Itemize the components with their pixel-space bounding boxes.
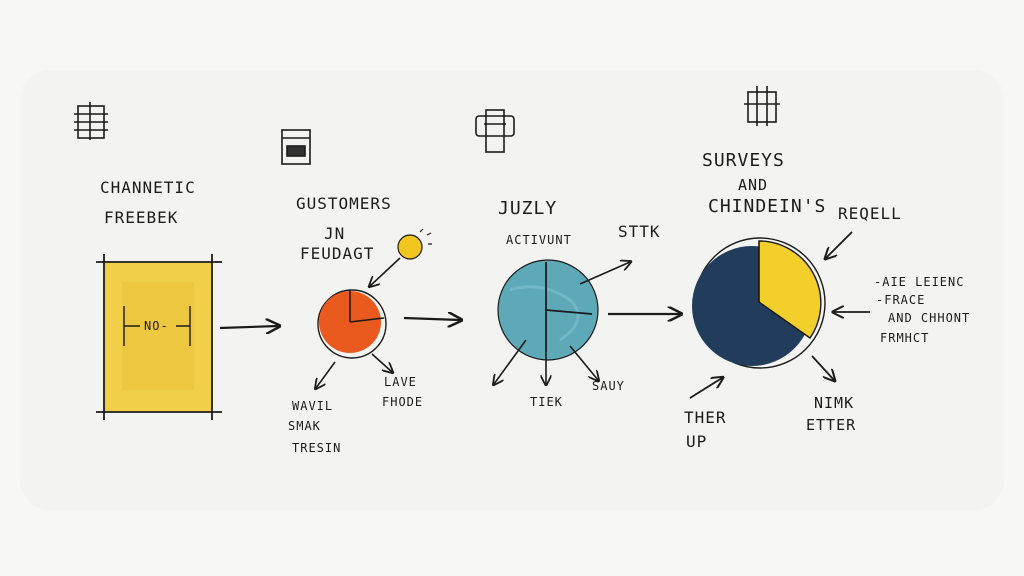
stage2-label-bottom-right-2: FHODE — [382, 395, 424, 409]
stage3-label-bottom-right: SAUY — [592, 379, 625, 393]
stage4-label-bottom-right-2: ETTER — [806, 416, 857, 434]
arrow-stage2-bottom-right — [371, 353, 392, 372]
stage4-title-line1: SURVEYS — [702, 150, 785, 171]
stage2-subtitle-line1: JN — [324, 224, 346, 243]
arrow-stage2-bottom-left — [316, 361, 336, 388]
stage4-right-line2: -FRACE — [876, 293, 926, 307]
stage3-label-bottom: TIEK — [530, 395, 563, 409]
stage4-title-line2: AND — [738, 176, 769, 194]
stage3-label-top-right: STTK — [618, 222, 661, 241]
stage2-label-bottom-left-1: WAVIL — [292, 399, 334, 413]
stage1-title-line1: CHANNETIC — [100, 178, 196, 197]
notepad-icon — [74, 102, 108, 140]
stage4-right-line4: FRMHCT — [880, 331, 930, 345]
arrow-stage1-to-stage2 — [219, 326, 278, 328]
stage4-right-line3: AND CHHONT — [888, 311, 971, 325]
stage4-label-bottom-left-1: THER — [684, 408, 727, 427]
arrow-stage3-bottom-left — [494, 339, 527, 384]
stage3-title-line2: ACTIVUNT — [506, 233, 572, 247]
stage1-box — [96, 254, 222, 420]
document-icon — [281, 129, 311, 165]
screen-icon — [475, 109, 515, 153]
grid-icon — [744, 86, 780, 126]
stage2-label-bottom-left-2: SMAK — [288, 419, 321, 433]
stage2-title: GUSTOMERS — [296, 194, 392, 213]
stage4-label-top-right: REQELL — [838, 204, 902, 223]
arrow-stage3-bottom-right — [569, 345, 598, 380]
stage3-title-line1: JUZLY — [498, 198, 558, 219]
stage4-pie — [692, 237, 826, 369]
stage3-circle — [497, 259, 599, 361]
stage2-subtitle-line2: FEUDAGT — [300, 244, 375, 263]
arrow-stage4-top-right — [826, 231, 853, 258]
arrow-dot-to-circle — [370, 257, 401, 286]
stage2-label-bottom-left-3: TRESIN — [292, 441, 342, 455]
arrow-stage3-top-right — [579, 262, 630, 285]
stage4-label-bottom-left-2: UP — [686, 432, 708, 451]
arrow-stage2-to-stage3 — [403, 318, 460, 320]
stage1-box-label: NO- — [144, 319, 169, 333]
stage4-title-line3: CHINDEIN'S — [708, 196, 827, 217]
stage2-label-bottom-right-1: LAVE — [384, 375, 417, 389]
stage1-title-line2: FREEBEK — [104, 208, 179, 227]
stage2-circle — [317, 289, 387, 359]
arrow-stage4-bottom-right — [811, 355, 834, 380]
stage2-yellow-dot — [397, 228, 432, 260]
arrow-stage4-bottom-left — [689, 378, 722, 399]
stage4-right-line1: -AIE LEIENC — [874, 275, 965, 289]
stage4-label-bottom-right-1: NIMK — [814, 394, 855, 412]
